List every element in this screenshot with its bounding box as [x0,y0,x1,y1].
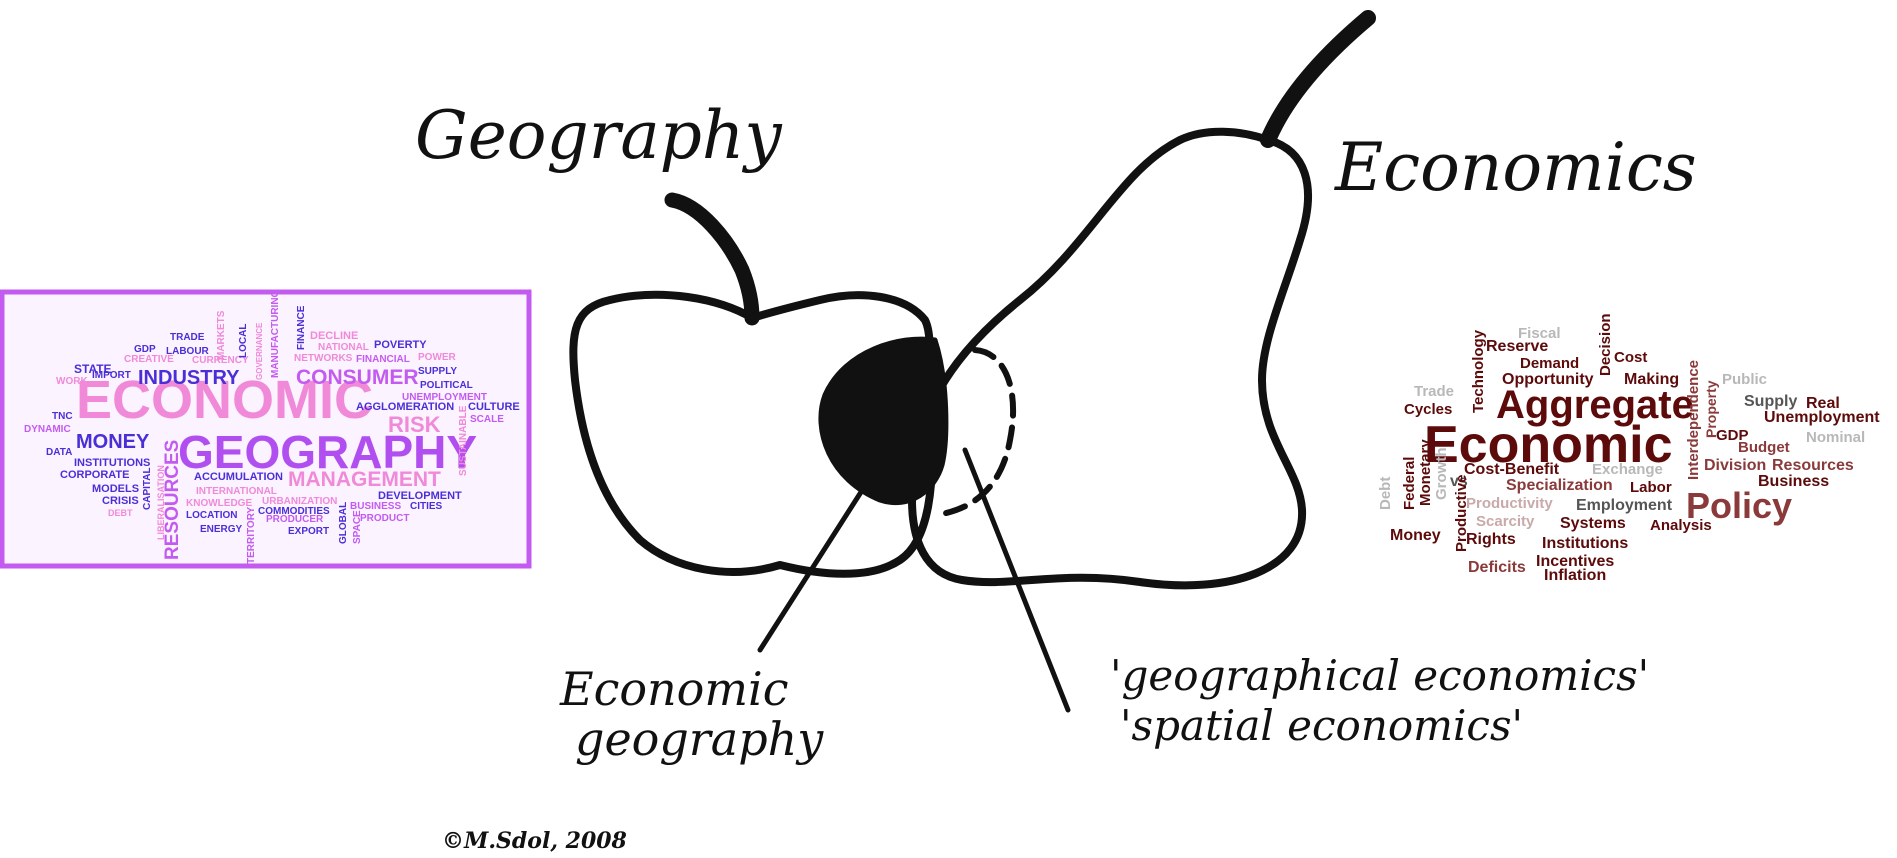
cloud-word: Unemployment [1764,409,1880,426]
geography-heading: Geography [415,97,782,174]
cloud-word: DYNAMIC [24,424,71,435]
cloud-word: Interdependence [1685,360,1702,480]
cloud-word: Opportunity [1502,371,1594,388]
cloud-word: LOCATION [186,510,237,521]
cloud-word: Inflation [1544,567,1606,584]
cloud-word: AGGLOMERATION [356,401,454,413]
cloud-word: Nominal [1806,429,1865,446]
cloud-word: LOCAL [238,324,249,358]
cloud-word: Productivity [1466,495,1553,512]
cloud-word: Institutions [1542,535,1628,552]
cloud-word: Reserve [1486,338,1548,355]
cloud-word: Specialization [1506,477,1613,494]
cloud-word: Rights [1466,531,1516,548]
cloud-word: Cost [1614,349,1647,366]
cloud-word: Trade [1414,383,1454,400]
cloud-word: CONSUMER [296,366,419,389]
cloud-word: Monetary [1417,439,1434,506]
cloud-word: DATA [46,447,72,458]
cloud-word: FINANCIAL [356,354,410,365]
cloud-word: CULTURE [468,401,520,413]
cloud-word: INSTITUTIONS [74,457,150,469]
cloud-word: CAPITAL [142,467,153,510]
cloud-word: WORK [56,376,88,387]
cloud-word: Aggregate [1496,383,1694,427]
cloud-word: Demand [1520,355,1579,372]
cloud-word: Public [1722,371,1767,388]
cloud-word: PRODUCT [360,513,409,524]
cloud-word: Business [1758,473,1829,490]
cloud-word: Decision [1597,313,1614,376]
cloud-word: CORPORATE [60,469,129,481]
cloud-word: TERRITORY [246,506,257,564]
cloud-word: Employment [1576,497,1673,514]
spatial-economics-label: 'spatial economics' [1120,701,1523,750]
economics-word-cloud: EconomicAggregatePolicyFiscalReserveDeci… [1370,300,1895,590]
pear-outline [912,132,1308,586]
cloud-word: EXPORT [288,526,329,537]
cloud-word: GLOBAL [338,502,349,544]
cloud-word: Resources [1772,457,1854,474]
cloud-word: Money [1390,527,1441,544]
geographical-economics-label: 'geographical economics' [1110,651,1649,700]
cloud-word: MODELS [92,483,139,495]
cloud-word: NATIONAL [318,342,369,353]
cloud-word: RISK [388,412,441,437]
cloud-word: Making [1624,371,1679,388]
cloud-word: Federal [1401,457,1418,510]
cloud-word: MONEY [76,431,150,453]
overlap-filled-region [821,339,946,503]
cloud-word: PRODUCER [266,514,324,525]
cloud-word: TNC [52,411,73,422]
pointer-economic-geography [760,442,893,650]
cloud-word: Debt [1377,477,1394,510]
cloud-word: SUPPLY [418,366,457,377]
cloud-word: NETWORKS [294,353,353,364]
cloud-word: KNOWLEDGE [186,498,252,509]
cloud-word: Division [1704,457,1766,474]
cloud-word: LIBERALISATION [156,465,166,540]
economic-geography-label-line-2: geography [575,712,824,766]
cloud-word: Cost-Benefit [1464,461,1560,478]
cloud-word: ACCUMULATION [194,471,283,483]
cloud-word: SCALE [470,414,504,425]
cloud-word: SUSTAINABLE [458,405,469,476]
cloud-word: Deficits [1468,559,1526,576]
cloud-word: CRISIS [102,495,139,507]
cloud-word: CREATIVE [124,354,174,365]
cloud-word: DEBT [108,508,133,518]
cloud-word: Analysis [1650,517,1712,534]
economics-heading: Economics [1334,129,1697,206]
cloud-word: Budget [1738,439,1790,456]
cloud-word: ENERGY [200,524,243,535]
signature: ©M.Sdol, 2008 [442,828,627,854]
cloud-word: POWER [418,352,457,363]
cloud-word: FINANCE [296,305,307,350]
cloud-word: POVERTY [374,339,427,351]
cloud-word: GOVERNANCE [255,322,264,380]
cloud-word: TRADE [170,332,205,343]
cloud-word: Supply [1744,393,1797,410]
cloud-word: Exchange [1592,461,1663,478]
pear-stem [1268,18,1368,140]
cloud-word: MANUFACTURING [270,289,281,378]
cloud-word: Systems [1560,515,1626,532]
cloud-word: INDUSTRY [138,367,240,389]
cloud-word: Cycles [1404,401,1452,418]
economic-geography-label-line-1: Economic [559,662,788,716]
cloud-word: CITIES [410,501,443,512]
cloud-word: Labor [1630,479,1672,496]
cloud-word: IMPORT [92,370,131,381]
cloud-word: Scarcity [1476,513,1535,530]
cloud-word: Technology [1470,329,1487,413]
cloud-word: Growth [1433,448,1450,501]
cloud-word: MANAGEMENT [288,468,441,491]
cloud-word: MARKETS [216,310,227,360]
cloud-word: POLITICAL [420,380,473,391]
cloud-word: DECLINE [310,330,358,342]
